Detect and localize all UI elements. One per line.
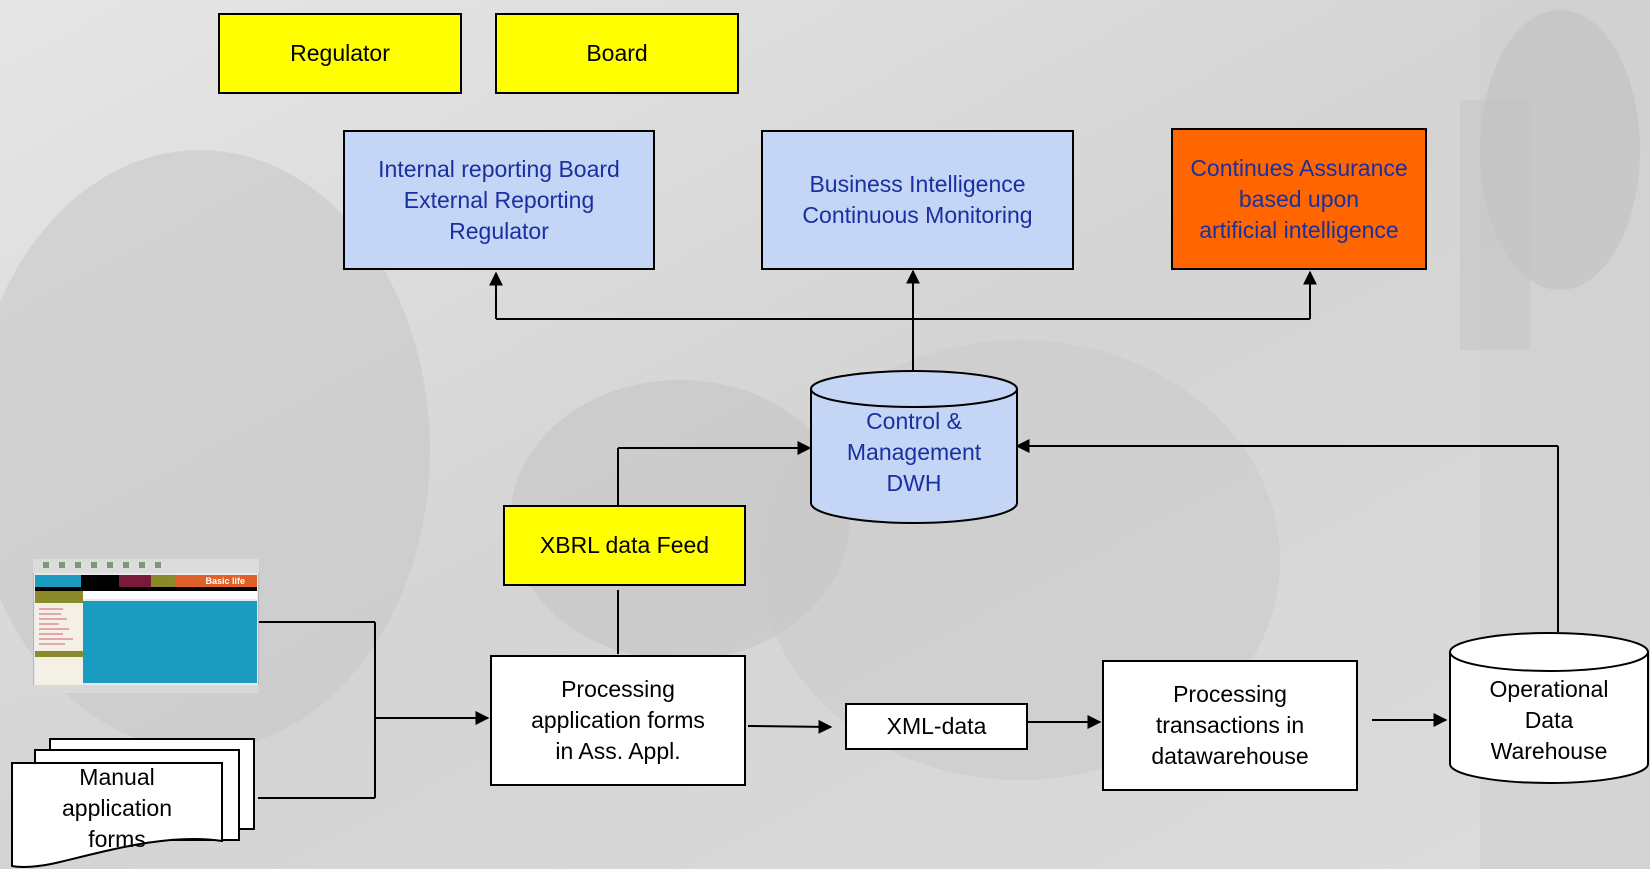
xml-data-box: XML-data <box>845 703 1028 750</box>
regulator-box: Regulator <box>218 13 462 94</box>
dwh-label: Control & Management DWH <box>846 407 982 496</box>
continuous-assurance-box: Continues Assurance based upon artificia… <box>1171 128 1427 270</box>
control-management-dwh-cylinder <box>810 370 1018 524</box>
board-box: Board <box>495 13 739 94</box>
business-intelligence-box: Business Intelligence Continuous Monitor… <box>761 130 1074 270</box>
processing-transactions-box: Processing transactions in datawarehouse <box>1102 660 1358 791</box>
operational-dwh-cylinder <box>1449 632 1649 784</box>
application-screenshot-thumbnail: Basic life <box>33 551 259 693</box>
manual-application-forms-stack <box>11 738 255 868</box>
operational-dwh-label: Operational Data Warehouse <box>1489 675 1609 764</box>
xbrl-data-feed-box: XBRL data Feed <box>503 505 746 586</box>
manual-application-forms-label: Manual application forms <box>62 763 172 852</box>
internal-reporting-box: Internal reporting Board External Report… <box>343 130 655 270</box>
thumbnail-brand-text: Basic life <box>205 576 245 586</box>
processing-application-forms-box: Processing application forms in Ass. App… <box>490 655 746 786</box>
